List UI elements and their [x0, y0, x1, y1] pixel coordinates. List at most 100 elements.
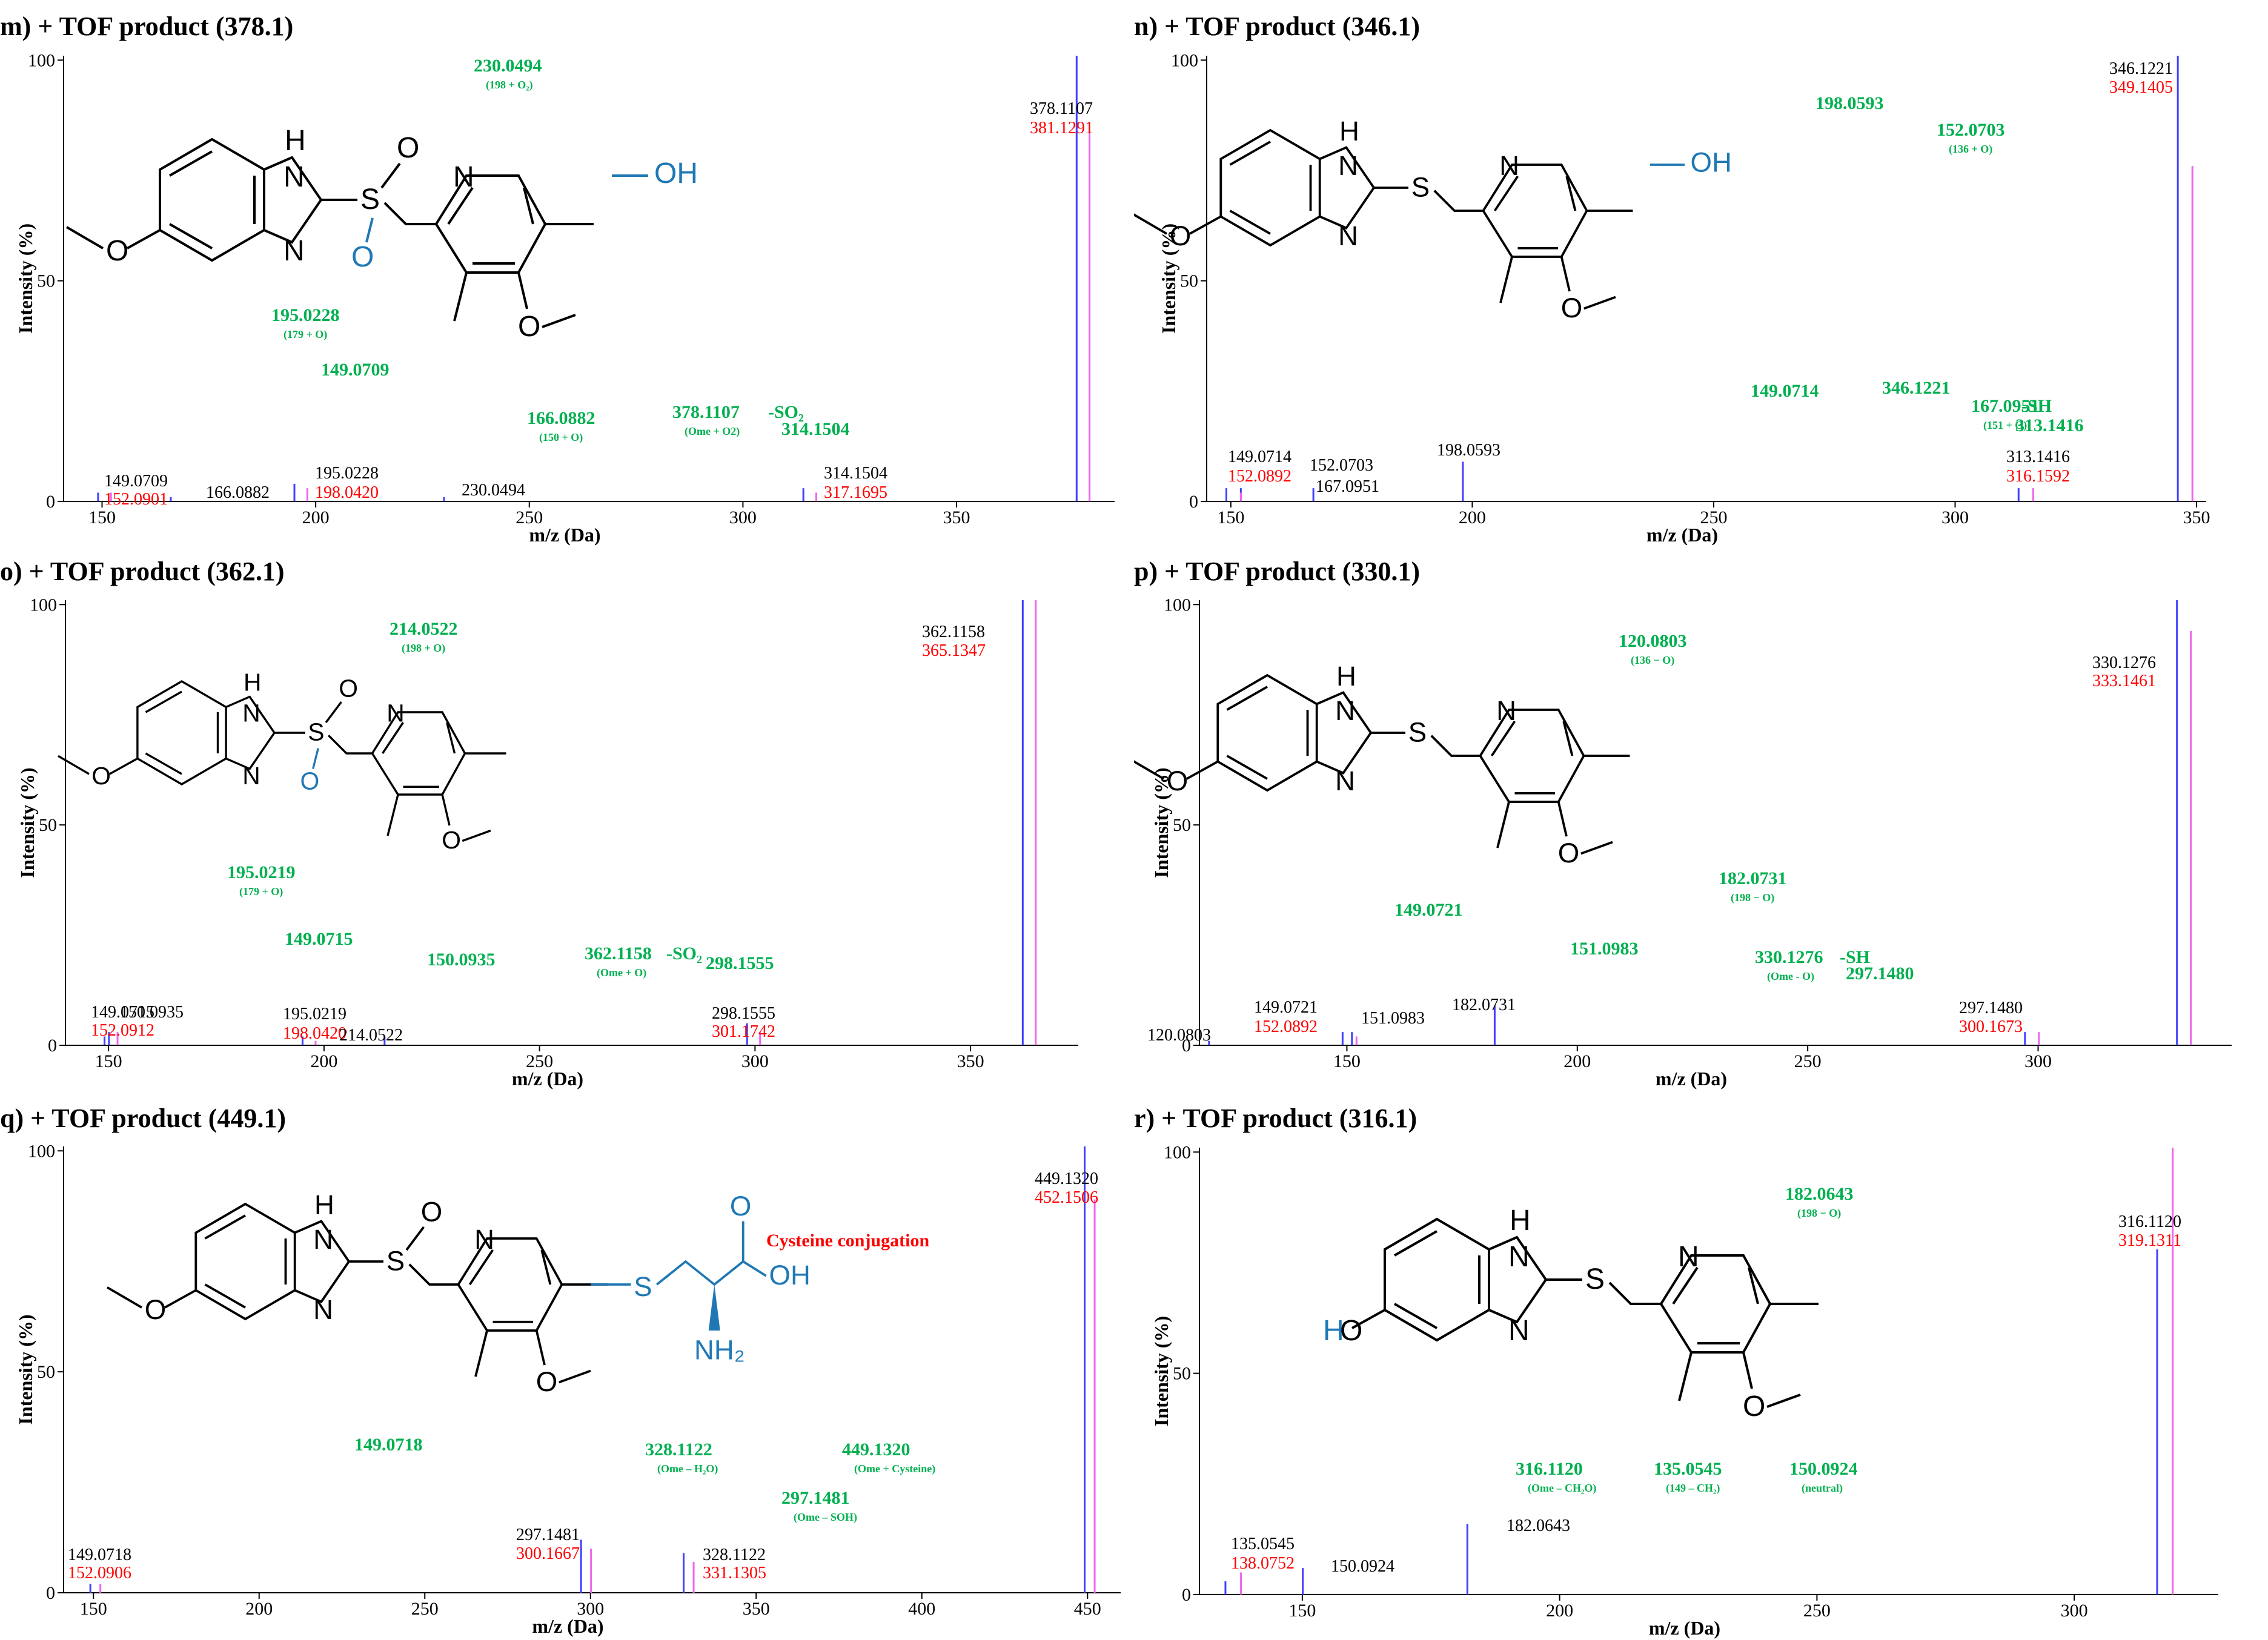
bond: [1560, 256, 1571, 292]
y-tick-label: 50: [37, 1362, 55, 1382]
atom-label: NH₂: [694, 1335, 745, 1366]
bond: [1229, 210, 1271, 235]
peak-label: 316.1592: [2006, 467, 2070, 486]
bond: [517, 272, 528, 309]
fragment-annotation: 195.0219: [227, 862, 296, 882]
atom-label: S: [308, 718, 324, 746]
y-tick-label: 50: [1173, 815, 1191, 835]
fragment-annotation: 313.1416: [2015, 415, 2084, 435]
fragment-annotation: 195.0228: [271, 305, 340, 325]
x-tick-label: 200: [1563, 1051, 1591, 1071]
bond: [542, 314, 576, 328]
bond: [1189, 215, 1222, 235]
peak-label: 449.1320: [1035, 1169, 1098, 1188]
x-tick-label: 300: [2024, 1051, 2052, 1071]
bond: [380, 162, 401, 189]
atom-label: O: [730, 1191, 751, 1222]
fragment-annotation-note: (Ome + O): [597, 967, 646, 979]
peak-label: 195.0219: [283, 1005, 346, 1023]
bond: [312, 748, 319, 769]
fragment-annotation: 328.1122: [645, 1440, 712, 1460]
peak-label: 149.0721: [1254, 998, 1318, 1017]
bond: [1226, 755, 1268, 780]
x-axis-label: m/z (Da): [1646, 524, 1718, 545]
atom-label: O: [1170, 220, 1191, 251]
x-tick-label: 250: [526, 1051, 553, 1071]
bond: [540, 1249, 552, 1285]
bond: [468, 1249, 494, 1286]
atom-label: O: [351, 241, 374, 273]
peak-label: 151.0983: [1361, 1009, 1425, 1028]
atom-label: O: [300, 767, 319, 795]
fragment-annotation: 297.1481: [781, 1488, 850, 1508]
bond: [1766, 1394, 1801, 1408]
fragment-annotation: 182.0643: [1785, 1184, 1854, 1204]
bond: [1134, 760, 1164, 780]
atom-label: O: [397, 132, 419, 164]
peak-label: 182.0731: [1452, 996, 1516, 1014]
fragment-annotation: 149.0721: [1394, 900, 1463, 920]
bond: [1490, 720, 1516, 757]
peak-label: 166.0882: [206, 483, 270, 502]
peak-label: 182.0643: [1507, 1516, 1570, 1535]
benzene-ring: [1219, 128, 1321, 247]
bond: [65, 226, 104, 250]
peak-label: 300.1667: [516, 1544, 580, 1563]
fragment-annotation: -SO₂: [768, 402, 804, 422]
bond: [204, 1283, 246, 1309]
atom-label: O: [518, 311, 540, 343]
peak-label: 149.0714: [1228, 448, 1292, 466]
x-tick-label: 350: [743, 1599, 770, 1619]
pyridine-ring: [434, 174, 547, 274]
x-tick-label: 450: [1074, 1599, 1101, 1619]
atom-label: S: [1585, 1263, 1605, 1295]
peak-label: 349.1405: [2109, 78, 2173, 97]
bond: [408, 1263, 459, 1286]
chart-title: r) + TOF product (316.1): [1134, 1103, 1417, 1133]
fragment-annotation: 150.0924: [1789, 1459, 1858, 1479]
y-axis-label: Intensity (%): [15, 1314, 36, 1424]
bond: [559, 1369, 591, 1384]
fragment-annotation: 198.0593: [1815, 93, 1884, 113]
fragment-annotation: -SH: [2021, 396, 2052, 416]
bond: [405, 1226, 425, 1251]
x-tick-label: 200: [302, 508, 330, 527]
fragment-annotation: 449.1320: [842, 1440, 910, 1460]
peak-label: 313.1416: [2006, 448, 2070, 466]
atom-label: OH: [654, 157, 698, 190]
peak-label: 378.1107: [1030, 99, 1093, 118]
y-tick-label: 0: [46, 492, 55, 512]
y-tick-label: 0: [1189, 492, 1198, 512]
peak-label: 365.1347: [922, 641, 986, 660]
peak-label: 167.0951: [1316, 477, 1379, 496]
fragment-annotation-note: (198 − O): [1797, 1207, 1841, 1220]
fragment-annotation: 151.0983: [1570, 939, 1639, 959]
fragment-annotation-note: (179 + O): [284, 328, 327, 341]
y-tick-label: 0: [46, 1583, 55, 1603]
x-tick-label: 200: [245, 1599, 273, 1619]
atom-label: N: [284, 235, 305, 267]
fragment-annotation: 362.1158: [585, 944, 652, 964]
bond: [1433, 190, 1484, 212]
fragment-annotation: 182.0731: [1719, 868, 1787, 888]
peak-label: 149.0715: [91, 1003, 154, 1022]
bond: [127, 229, 161, 250]
x-tick-label: 150: [1333, 1051, 1361, 1071]
x-tick-label: 200: [1546, 1601, 1573, 1621]
chart-title: n) + TOF product (346.1): [1134, 12, 1420, 41]
peak-label: 331.1305: [703, 1564, 766, 1582]
bond: [145, 752, 182, 775]
bond: [742, 1260, 767, 1277]
bond: [447, 187, 474, 225]
bond: [58, 755, 90, 775]
fragment-annotation-note: (150 + O): [539, 431, 583, 444]
atom-label: OH: [769, 1260, 811, 1291]
